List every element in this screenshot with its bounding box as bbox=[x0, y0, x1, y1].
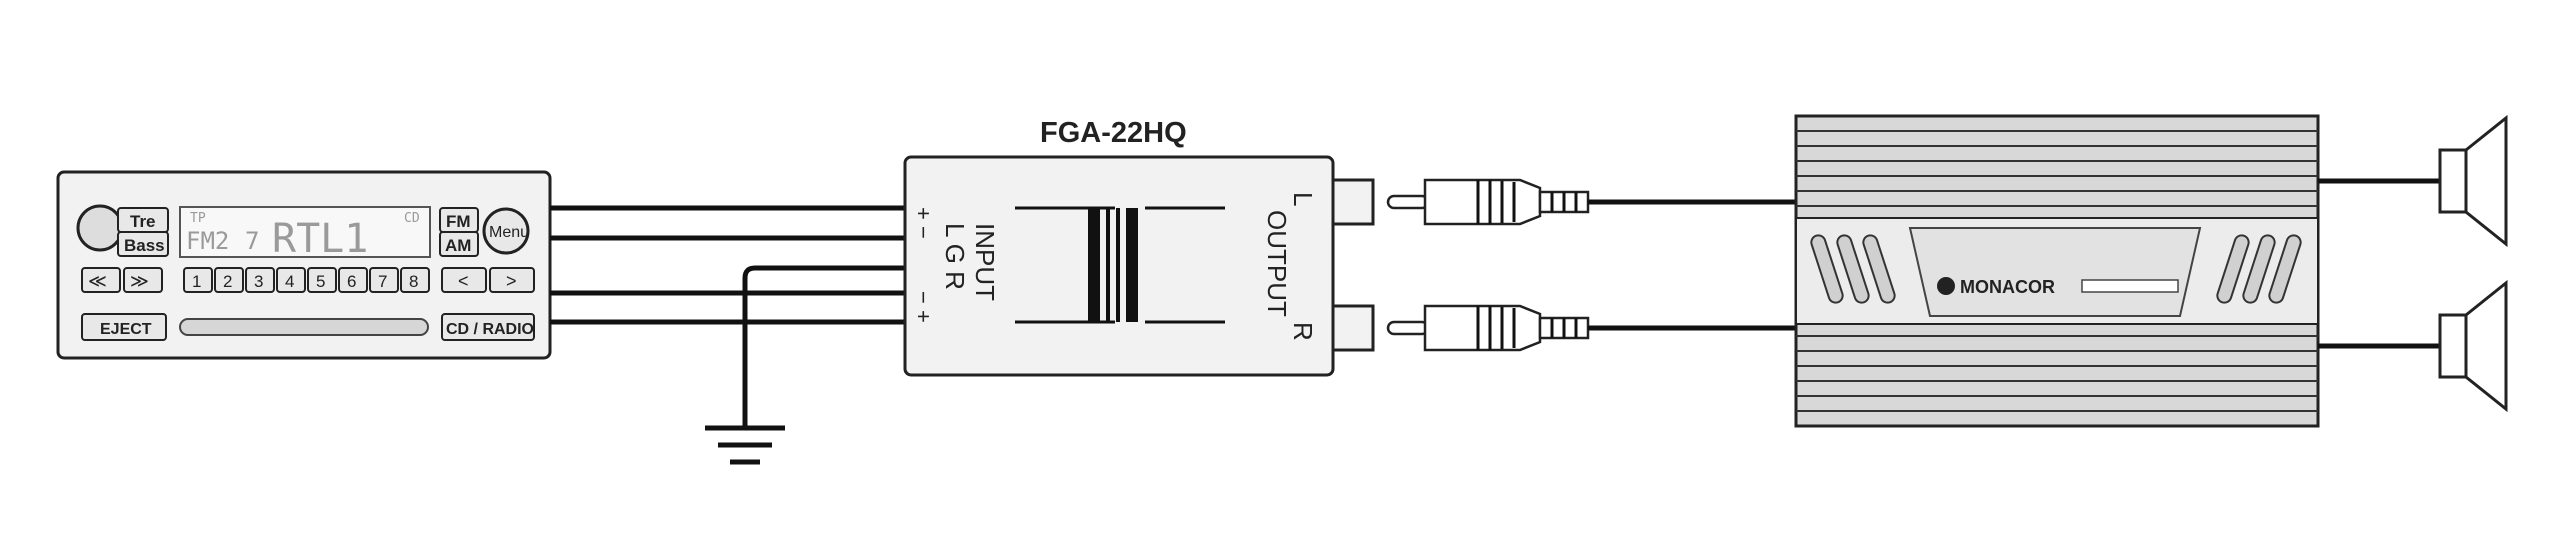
rca-cable-l bbox=[1386, 178, 1796, 226]
bass-label: Bass bbox=[124, 236, 165, 255]
cd-radio-label: CD / RADIO bbox=[446, 321, 534, 338]
seek-back-icon: ≪ bbox=[88, 271, 107, 291]
output-jack-l[interactable] bbox=[1331, 178, 1375, 226]
output-l-label: L bbox=[1288, 192, 1318, 206]
radio-display bbox=[179, 206, 431, 258]
device-title: FGA-22HQ bbox=[1040, 117, 1187, 149]
seek-forward-icon: ≫ bbox=[130, 271, 149, 291]
preset-button-6[interactable] bbox=[338, 267, 368, 293]
right-arrow-button[interactable] bbox=[489, 267, 535, 293]
brand-logo-icon bbox=[1937, 277, 1955, 295]
bass-button[interactable] bbox=[117, 231, 169, 257]
preset-button-7[interactable] bbox=[369, 267, 399, 293]
output-r-label: R bbox=[1288, 322, 1318, 341]
preset-button-8[interactable] bbox=[400, 267, 430, 293]
preset-button-2[interactable] bbox=[214, 267, 244, 293]
tp-indicator: TP bbox=[190, 211, 206, 226]
seek-back-button[interactable] bbox=[81, 267, 121, 293]
preset-1-label: 1 bbox=[192, 272, 201, 291]
preset-button-5[interactable] bbox=[307, 267, 337, 293]
preset-3-label: 3 bbox=[254, 272, 263, 291]
station-readout: RTL1 bbox=[272, 216, 368, 262]
preset-button-1[interactable] bbox=[183, 267, 213, 293]
eject-label: EJECT bbox=[100, 321, 152, 338]
left-arrow-button[interactable] bbox=[441, 267, 487, 293]
cd-indicator: CD bbox=[404, 211, 420, 226]
band-readout: FM2 bbox=[186, 227, 229, 255]
ground-loop-isolator: FGA-22HQ INPUT L G R + − − + OUTPUT L bbox=[903, 117, 1375, 377]
input-polarity-right: − + bbox=[911, 291, 936, 323]
input-wires bbox=[550, 205, 905, 465]
speaker-left bbox=[2438, 114, 2508, 248]
preset-6-label: 6 bbox=[347, 272, 356, 291]
preset-4-label: 4 bbox=[285, 272, 294, 291]
preset-button-3[interactable] bbox=[245, 267, 275, 293]
preset-5-label: 5 bbox=[316, 272, 325, 291]
left-arrow-icon: < bbox=[458, 271, 469, 291]
transformer-symbol bbox=[1015, 206, 1225, 324]
preset-7-label: 7 bbox=[378, 272, 387, 291]
treble-label: Tre bbox=[130, 212, 156, 231]
seek-forward-button[interactable] bbox=[123, 267, 163, 293]
amplifier-nameplate bbox=[2081, 279, 2179, 293]
input-label: INPUT bbox=[970, 223, 1000, 301]
vent-slots-left bbox=[1810, 234, 1896, 304]
heatsink-fins-bottom bbox=[1796, 335, 2318, 412]
amplifier-brand: MONACOR bbox=[1960, 277, 2055, 297]
eject-button[interactable] bbox=[81, 313, 167, 341]
am-label: AM bbox=[445, 236, 471, 255]
input-polarity-left: + − bbox=[911, 207, 936, 239]
cd-slot bbox=[179, 318, 429, 336]
fm-label: FM bbox=[446, 212, 471, 231]
menu-button[interactable] bbox=[482, 207, 530, 255]
am-button[interactable] bbox=[439, 231, 479, 257]
rca-cable-r bbox=[1386, 304, 1796, 352]
volume-knob[interactable] bbox=[76, 204, 124, 252]
car-radio: Tre Bass TP CD FM2 7 RTL1 FM AM Menu ≪ ≫… bbox=[56, 170, 552, 360]
preset-8-label: 8 bbox=[409, 272, 418, 291]
amplifier: MONACOR bbox=[1794, 114, 2320, 428]
preset-2-label: 2 bbox=[223, 272, 232, 291]
vent-slots-right bbox=[2216, 234, 2302, 304]
cd-radio-button[interactable] bbox=[441, 313, 535, 341]
right-arrow-icon: > bbox=[506, 271, 517, 291]
heatsink-fins-top bbox=[1796, 130, 2318, 207]
speaker-right bbox=[2438, 279, 2508, 413]
menu-label: Menu bbox=[489, 224, 529, 241]
output-label: OUTPUT bbox=[1262, 210, 1292, 317]
preset-button-4[interactable] bbox=[276, 267, 306, 293]
ground-symbol bbox=[705, 425, 785, 465]
output-jack-r[interactable] bbox=[1331, 304, 1375, 352]
preset-buttons: 1 2 3 4 5 6 7 8 bbox=[183, 267, 430, 293]
preset-readout: 7 bbox=[245, 227, 259, 255]
input-pins-label: L G R bbox=[940, 223, 970, 290]
